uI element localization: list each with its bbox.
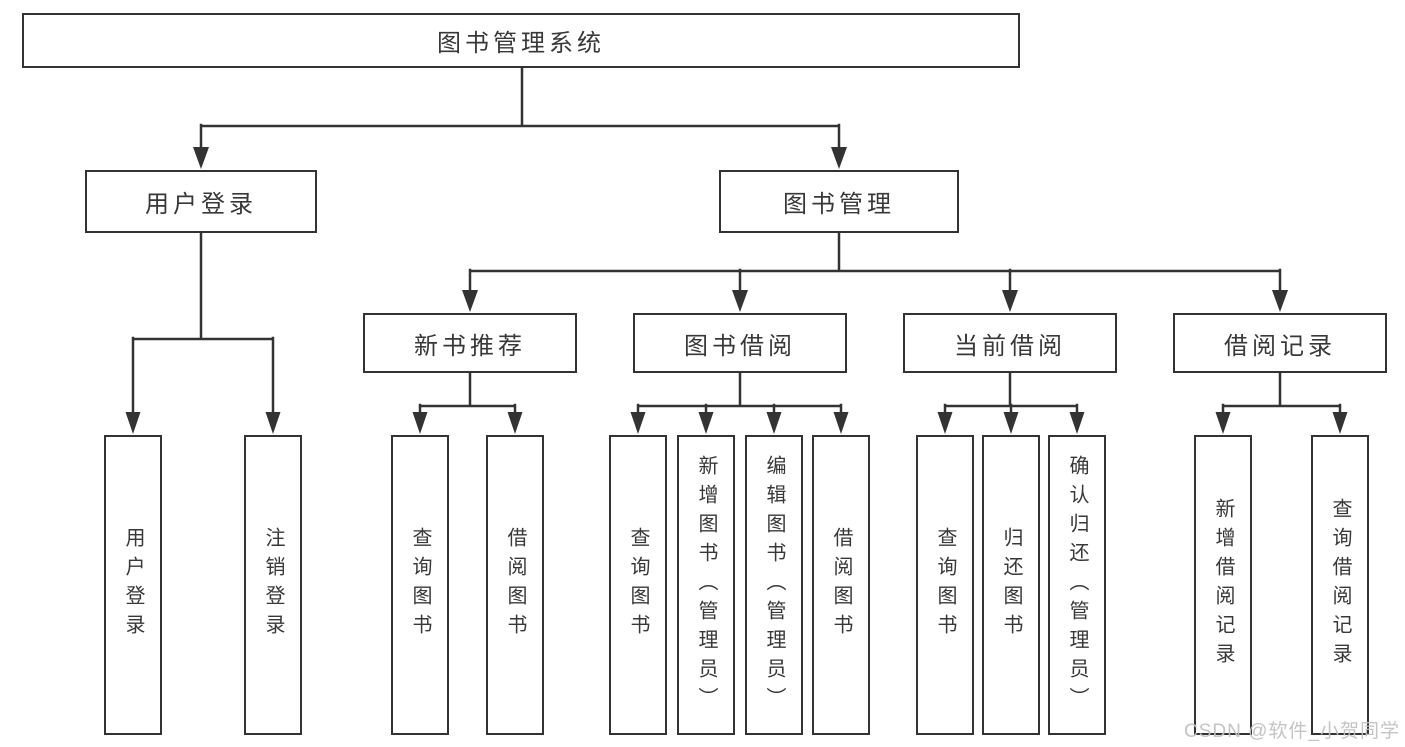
arrowhead-down-icon bbox=[125, 412, 141, 434]
node-borrowing-records: 借阅记录 bbox=[1173, 313, 1387, 373]
arrowhead-down-icon bbox=[1215, 412, 1231, 434]
arrowhead-down-icon bbox=[698, 412, 714, 434]
connector-line bbox=[131, 231, 275, 417]
leaf-logout: 注销登录 bbox=[244, 435, 302, 735]
leaf-edit-books-admin: 编辑图书（管理员） bbox=[745, 435, 803, 735]
arrowhead-down-icon bbox=[1272, 290, 1288, 312]
arrowhead-down-icon bbox=[193, 147, 209, 169]
node-current-borrowing: 当前借阅 bbox=[903, 313, 1117, 373]
leaf-borrow-books-2: 借阅图书 bbox=[812, 435, 870, 735]
connector-book-management-to-level3 bbox=[462, 231, 1288, 312]
connector-line bbox=[636, 371, 843, 416]
connector-borrowing-to-leaves bbox=[630, 371, 849, 434]
arrowhead-down-icon bbox=[732, 290, 748, 312]
leaf-query-books-3: 查询图书 bbox=[916, 435, 974, 735]
arrowhead-down-icon bbox=[1069, 412, 1085, 434]
leaf-user-login: 用户登录 bbox=[104, 435, 162, 735]
node-book-borrowing: 图书借阅 bbox=[633, 313, 847, 373]
arrowhead-down-icon bbox=[462, 290, 478, 312]
arrowhead-down-icon bbox=[507, 412, 523, 434]
arrowhead-down-icon bbox=[412, 412, 428, 434]
connector-line bbox=[468, 231, 1282, 294]
connector-records-to-leaves bbox=[1215, 371, 1348, 434]
arrowhead-down-icon bbox=[265, 412, 281, 434]
leaf-confirm-return-admin: 确认归还（管理员） bbox=[1048, 435, 1106, 735]
connector-root-to-level2 bbox=[193, 66, 847, 169]
leaf-query-books: 查询图书 bbox=[391, 435, 449, 735]
node-user-login: 用户登录 bbox=[85, 170, 317, 233]
connector-recommendation-to-leaves bbox=[412, 371, 523, 434]
connector-user-login-to-leaves bbox=[125, 231, 281, 434]
connector-line bbox=[1221, 371, 1342, 416]
connector-current-to-leaves bbox=[937, 371, 1085, 434]
leaf-add-books-admin: 新增图书（管理员） bbox=[677, 435, 735, 735]
arrowhead-down-icon bbox=[630, 412, 646, 434]
connector-line bbox=[943, 371, 1079, 416]
connector-line bbox=[199, 66, 841, 152]
node-new-book-recommendation: 新书推荐 bbox=[363, 313, 577, 373]
node-library-management-system: 图书管理系统 bbox=[22, 13, 1020, 68]
connector-line bbox=[418, 371, 517, 416]
leaf-borrow-books: 借阅图书 bbox=[486, 435, 544, 735]
arrowhead-down-icon bbox=[833, 412, 849, 434]
arrowhead-down-icon bbox=[1003, 412, 1019, 434]
arrowhead-down-icon bbox=[937, 412, 953, 434]
arrowhead-down-icon bbox=[1332, 412, 1348, 434]
leaf-query-books-2: 查询图书 bbox=[609, 435, 667, 735]
leaf-query-borrow-record: 查询借阅记录 bbox=[1311, 435, 1369, 735]
arrowhead-down-icon bbox=[1002, 290, 1018, 312]
leaf-add-borrow-record: 新增借阅记录 bbox=[1194, 435, 1252, 735]
csdn-watermark: CSDN @软件_小贺同学 bbox=[1184, 721, 1400, 742]
arrowhead-down-icon bbox=[831, 147, 847, 169]
arrowhead-down-icon bbox=[766, 412, 782, 434]
node-book-management: 图书管理 bbox=[719, 170, 959, 233]
leaf-return-books: 归还图书 bbox=[982, 435, 1040, 735]
